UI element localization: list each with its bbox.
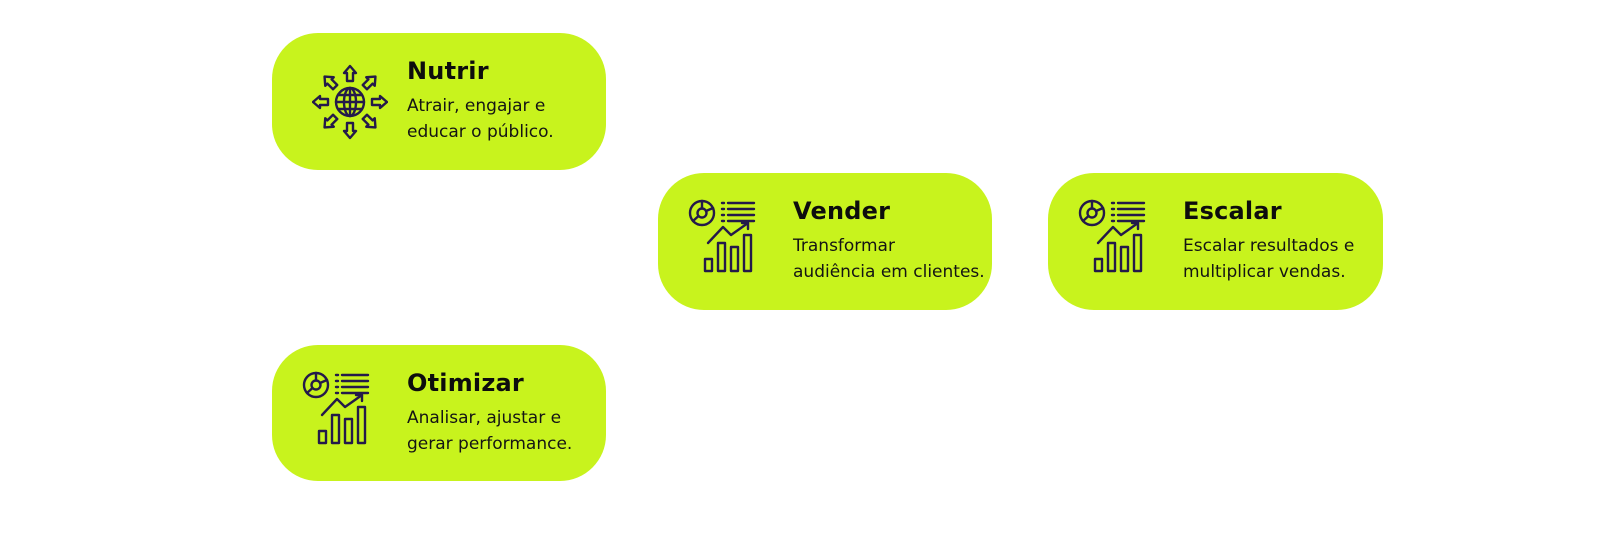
card-description-line: Analisar, ajustar e bbox=[407, 408, 562, 428]
card-title: Nutrir bbox=[407, 57, 489, 85]
card-description-line: Transformar bbox=[793, 236, 895, 256]
card-vender: Vender Transformar audiência em clientes… bbox=[658, 173, 992, 310]
analytics-chart-icon bbox=[688, 199, 758, 273]
card-title: Escalar bbox=[1183, 197, 1282, 225]
card-nutrir: Nutrir Atrair, engajar e educar o públic… bbox=[272, 33, 606, 170]
card-description-line: Atrair, engajar e bbox=[407, 96, 546, 116]
globe-arrows-icon bbox=[312, 63, 388, 141]
card-title: Vender bbox=[793, 197, 891, 225]
card-description-line: Escalar resultados e bbox=[1183, 236, 1355, 256]
analytics-chart-icon bbox=[1078, 199, 1148, 273]
card-otimizar: Otimizar Analisar, ajustar e gerar perfo… bbox=[272, 345, 606, 481]
card-description: Atrair, engajar e educar o público. bbox=[407, 93, 554, 145]
card-description-line: multiplicar vendas. bbox=[1183, 262, 1346, 282]
card-description-line: gerar performance. bbox=[407, 434, 573, 454]
analytics-chart-icon bbox=[302, 371, 372, 445]
card-description-line: educar o público. bbox=[407, 122, 554, 142]
card-description: Analisar, ajustar e gerar performance. bbox=[407, 405, 572, 457]
card-title: Otimizar bbox=[407, 369, 524, 397]
card-description-line: audiência em clientes. bbox=[793, 262, 985, 282]
card-description: Transformar audiência em clientes. bbox=[793, 233, 985, 285]
card-description: Escalar resultados e multiplicar vendas. bbox=[1183, 233, 1354, 285]
card-escalar: Escalar Escalar resultados e multiplicar… bbox=[1048, 173, 1383, 310]
